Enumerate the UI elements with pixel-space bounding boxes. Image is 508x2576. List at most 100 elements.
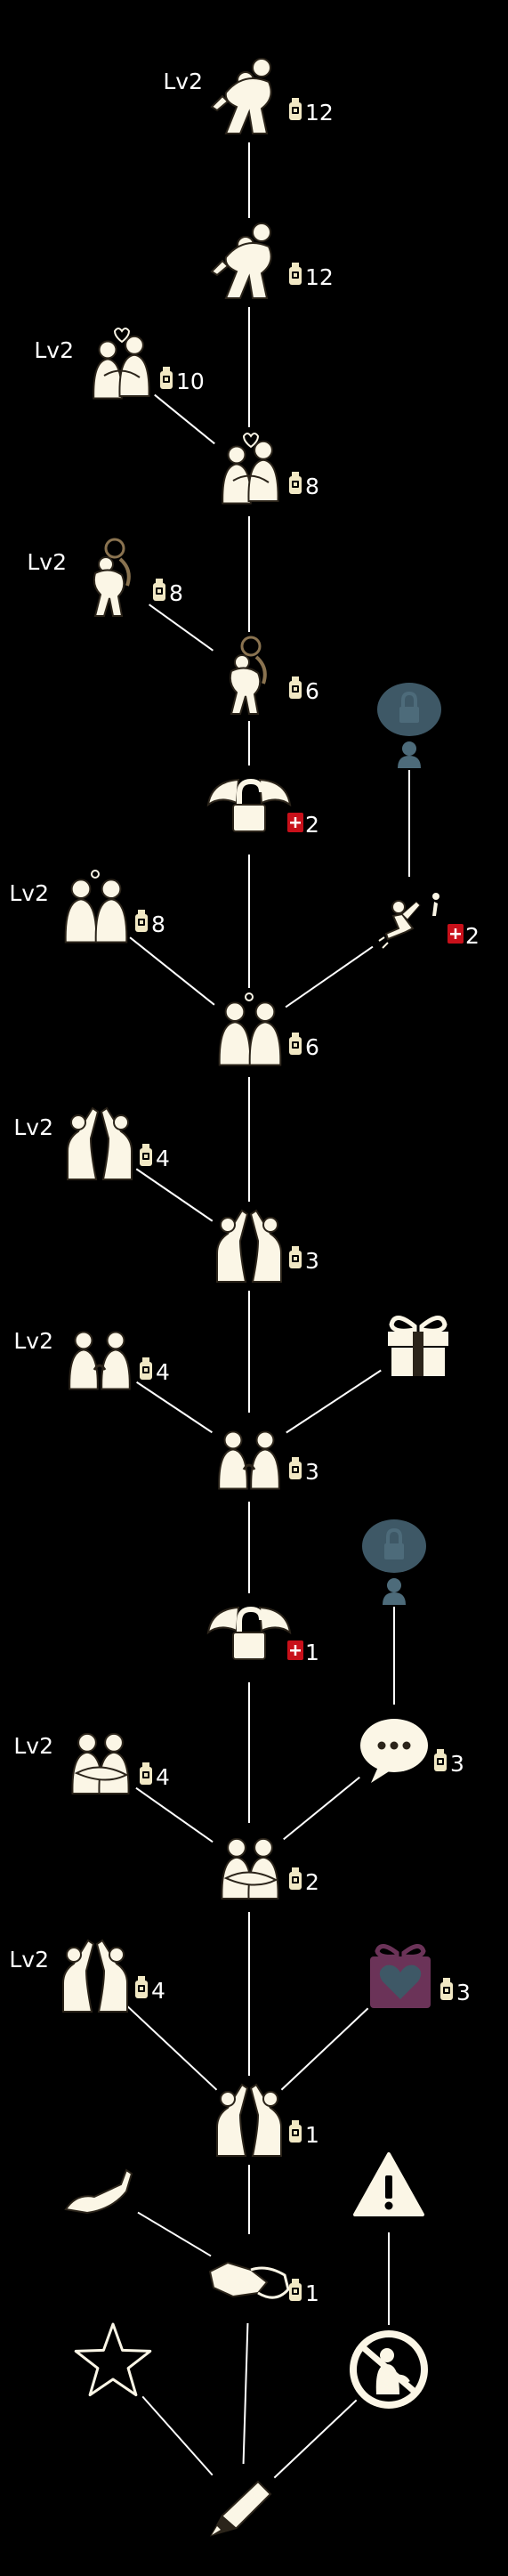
bottle-cost: 3 xyxy=(289,1246,319,1274)
bottle-icon xyxy=(289,1246,302,1268)
cost-value: 8 xyxy=(151,911,165,937)
skill-node-star[interactable] xyxy=(74,2322,152,2397)
heart-point-cost: 1 xyxy=(287,1640,319,1665)
connector-line xyxy=(283,1776,360,1841)
red-plus-icon xyxy=(287,813,303,832)
locked-thought-icon xyxy=(362,1519,426,1605)
bottle-icon xyxy=(289,1867,302,1890)
couple-lean-icon xyxy=(218,992,282,1066)
connector-line xyxy=(137,2211,212,2257)
bottle-cost: 8 xyxy=(135,910,165,937)
cost-value: 2 xyxy=(305,812,319,838)
bottle-cost: 8 xyxy=(153,579,183,606)
skill-node-locked-top[interactable] xyxy=(377,683,441,768)
connector-line xyxy=(135,1786,214,1843)
skill-node-unlock-1[interactable]: 1 xyxy=(206,1606,319,1665)
bottle-icon xyxy=(160,367,173,389)
connector-line xyxy=(136,1381,213,1434)
cost-value: 4 xyxy=(151,1978,165,2004)
bottle-cost: 4 xyxy=(140,1762,170,1790)
red-plus-icon xyxy=(287,1640,303,1660)
skill-node-handshake[interactable]: 1 xyxy=(208,2261,319,2306)
level-label: Lv2 xyxy=(27,549,67,575)
skill-node-no-touch[interactable] xyxy=(350,2330,428,2409)
tree-nodes: Lv21212Lv2108Lv28622Lv286Lv243Lv24313Lv2… xyxy=(9,58,480,2537)
bottle-cost: 12 xyxy=(289,263,334,290)
couple-hug-icon xyxy=(71,1732,130,1794)
skill-node-highfive-b[interactable]: 1 xyxy=(216,2083,319,2157)
skill-node-jump[interactable]: 2 xyxy=(378,893,480,949)
skill-node-lean-lv2[interactable]: Lv2 8 xyxy=(9,870,165,944)
skill-node-unlock-2[interactable]: 2 xyxy=(206,778,319,838)
bottle-icon xyxy=(289,2120,302,2143)
skill-node-piggyback-lv2[interactable]: Lv2 8 xyxy=(27,538,183,617)
skill-node-chat[interactable]: 3 xyxy=(360,1719,464,1783)
piggyback-icon xyxy=(229,636,267,715)
couple-hug-icon xyxy=(221,1837,279,1900)
bottle-cost: 4 xyxy=(140,1144,170,1171)
cost-value: 1 xyxy=(305,2280,319,2306)
speech-bubble-icon xyxy=(360,1719,428,1783)
bottle-icon xyxy=(289,2279,302,2301)
level-label: Lv2 xyxy=(9,880,49,906)
bottle-icon xyxy=(140,1144,152,1166)
bottle-cost: 1 xyxy=(289,2120,319,2148)
pencil-icon xyxy=(209,2480,272,2537)
bottle-cost: 6 xyxy=(289,1033,319,1060)
bottle-icon xyxy=(289,263,302,285)
couple-kiss-icon xyxy=(222,433,279,505)
skill-node-warning[interactable] xyxy=(353,2152,424,2216)
cost-value: 8 xyxy=(305,474,319,499)
level-label: Lv2 xyxy=(9,1947,49,1973)
skill-node-highfive-b-lv2[interactable]: Lv2 4 xyxy=(9,1939,165,2013)
bottle-cost: 3 xyxy=(289,1457,319,1485)
bottle-cost: 4 xyxy=(135,1976,165,2004)
bottle-icon xyxy=(135,910,148,932)
skill-node-heart-gift[interactable]: 3 xyxy=(370,1944,471,2008)
cost-value: 6 xyxy=(305,1034,319,1060)
skill-node-gift-box[interactable] xyxy=(388,1316,448,1376)
bottle-icon xyxy=(289,676,302,699)
bottle-icon xyxy=(289,98,302,120)
cost-value: 2 xyxy=(465,923,480,949)
bottle-cost: 1 xyxy=(289,2279,319,2306)
bottle-cost: 3 xyxy=(440,1978,471,2005)
skill-node-pencil[interactable] xyxy=(209,2480,272,2537)
skill-node-handhold[interactable]: 3 xyxy=(218,1430,319,1490)
bottle-icon xyxy=(440,1978,453,2000)
skill-node-piggyback[interactable]: 6 xyxy=(229,636,319,715)
skill-node-hug[interactable]: 2 xyxy=(221,1837,319,1900)
skill-node-kiss[interactable]: 8 xyxy=(222,433,319,505)
skill-node-lean[interactable]: 6 xyxy=(218,992,319,1066)
bottle-icon xyxy=(289,1033,302,1055)
skill-node-highfive-a[interactable]: 3 xyxy=(216,1209,319,1283)
piggyback-icon xyxy=(93,538,131,617)
no-touch-icon xyxy=(350,2330,428,2409)
heart-point-cost: 2 xyxy=(448,923,480,949)
connector-line xyxy=(273,2399,358,2479)
handshake-icon xyxy=(208,2261,290,2299)
bottle-icon xyxy=(135,1976,148,1998)
couple-kiss-icon xyxy=(93,328,150,400)
level-label: Lv2 xyxy=(13,1328,53,1354)
connector-line xyxy=(141,2395,214,2476)
bottle-cost: 6 xyxy=(289,676,319,704)
open-hand-icon xyxy=(64,2168,133,2215)
skill-node-lift[interactable]: 12 xyxy=(210,223,334,299)
bottle-icon xyxy=(153,579,165,601)
heart-point-cost: 2 xyxy=(287,812,319,838)
skill-node-locked-mid[interactable] xyxy=(362,1519,426,1605)
winged-lock-icon xyxy=(206,778,292,832)
connector-line xyxy=(280,2007,369,2091)
cost-value: 2 xyxy=(305,1869,319,1895)
connector-line xyxy=(242,2322,249,2465)
cost-value: 3 xyxy=(305,1248,319,1274)
connector-line xyxy=(129,936,215,1006)
connector-line xyxy=(126,2005,218,2091)
skill-node-open-hand[interactable] xyxy=(64,2168,133,2215)
